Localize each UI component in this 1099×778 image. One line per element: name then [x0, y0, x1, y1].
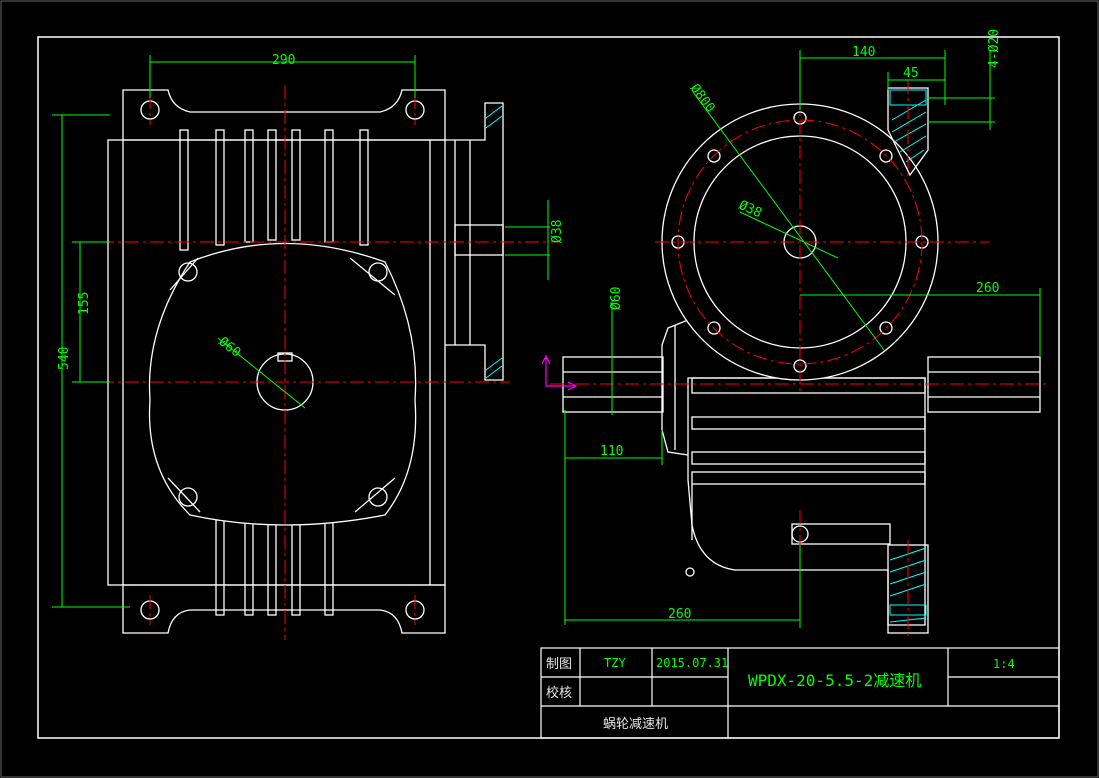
flange-bolt — [707, 321, 721, 335]
front-dimensions — [52, 55, 550, 608]
label-drawn: 制图 — [546, 657, 572, 672]
front-centerlines — [100, 85, 560, 640]
drawing-scale: 1:4 — [993, 657, 1015, 671]
side-centerlines — [550, 80, 1050, 640]
main-cover — [148, 242, 417, 526]
dim-260-right: 260 — [976, 281, 999, 296]
oil-plug — [791, 523, 891, 545]
flange-bolt — [879, 321, 893, 335]
dim-dia60-shaft: Ø60 — [609, 287, 624, 310]
left-bearing-cap — [661, 319, 689, 456]
cover-bolt — [368, 487, 388, 507]
side-dimensions — [564, 50, 1041, 628]
flange-bolt — [707, 149, 721, 163]
bottom-ribs — [215, 519, 334, 616]
flange-bolt — [879, 149, 893, 163]
top-bracket — [887, 87, 929, 177]
ucs-icon — [541, 354, 578, 391]
lower-housing — [687, 377, 926, 626]
dim-260-bottom: 260 — [668, 607, 691, 622]
bottom-mount-plate — [122, 584, 446, 634]
drawing-date: 2015.07.31 — [656, 656, 728, 670]
dim-140: 140 — [852, 45, 875, 60]
dim-540: 540 — [57, 347, 72, 370]
cover-bolt — [178, 487, 198, 507]
title-block — [540, 647, 1060, 739]
dim-4-dia20: 4-Ø20 — [987, 29, 1002, 68]
part-name: 蜗轮减速机 — [603, 716, 668, 732]
model-title: WPDX-20-5.5-2减速机 — [748, 671, 921, 690]
front-view — [107, 89, 504, 634]
dim-dia38-shaft: Ø38 — [550, 220, 565, 243]
dim-45: 45 — [903, 66, 919, 81]
dim-dia800: Ø800 — [687, 81, 718, 115]
cover-bolt — [178, 262, 198, 282]
dim-110: 110 — [600, 444, 623, 459]
top-ribs — [179, 129, 369, 251]
dim-155: 155 — [77, 292, 92, 315]
flange-hatch — [485, 105, 503, 379]
label-checked: 校核 — [546, 685, 572, 701]
top-mount-plate — [122, 89, 446, 141]
side-view — [562, 87, 1041, 634]
dim-290: 290 — [272, 53, 295, 68]
drawn-by: TZY — [604, 656, 626, 670]
